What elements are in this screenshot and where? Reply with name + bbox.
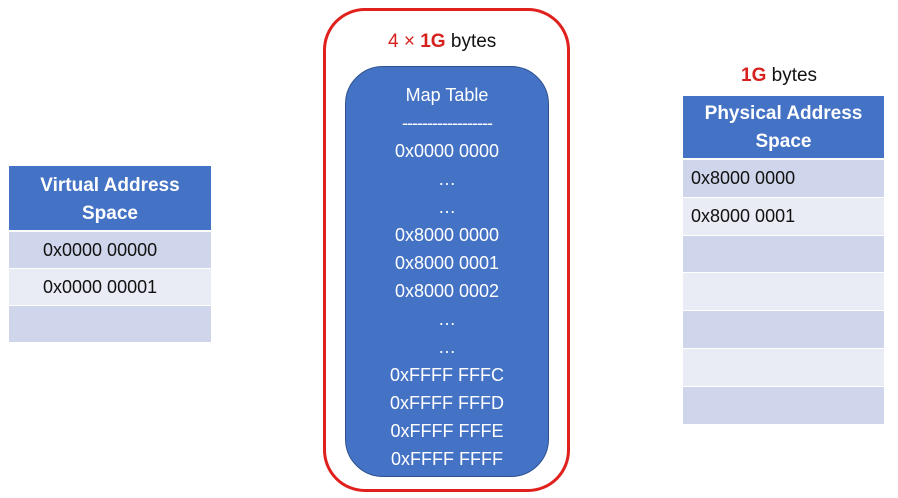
map-entry: 0xFFFF FFFD [390,393,504,413]
virtual-row [9,306,211,343]
map-entry: 0xFFFF FFFF [391,449,503,469]
physical-row [683,348,884,387]
map-entry: 0xFFFF FFFC [390,365,504,385]
map-entry: … [438,309,456,329]
physical-unit: bytes [771,65,818,86]
map-entry: 0x0000 0000 [394,141,500,161]
map-entry: 0xFFFF FFFE [390,421,504,441]
physical-size-caption: 1G bytes [741,65,817,87]
map-table-title: Map Table [405,85,489,105]
map-entry: 0x8000 0002 [394,281,500,301]
map-entry: … [438,169,456,189]
virtual-address-table: Virtual Address Space 0x0000 00000 0x000… [9,166,211,343]
map-table-separator: ------------------ [402,113,493,133]
physical-row [683,235,884,274]
map-table-size-caption: 4 × 1G bytes [388,31,496,53]
physical-row [683,273,884,312]
physical-address-header: Physical Address Space [683,96,884,160]
physical-size: 1G [741,65,767,86]
virtual-header-line-1: Virtual Address [40,175,180,196]
map-entry: … [438,337,456,357]
map-entry: … [438,197,456,217]
map-unit: bytes [450,31,497,52]
map-entry: 0x8000 0001 [394,253,500,273]
map-entry: 0x8000 0000 [394,225,500,245]
virtual-header-line-2: Space [82,203,138,224]
map-size: 1G [420,31,446,52]
physical-address-table: Physical Address Space 0x8000 0000 0x800… [683,96,884,425]
map-multiplier: 4 × [388,31,415,52]
physical-header-line-2: Space [755,131,812,152]
virtual-row: 0x0000 00000 [9,232,211,269]
physical-row: 0x8000 0000 [683,160,884,198]
physical-row [683,386,884,425]
virtual-address-header: Virtual Address Space [9,166,211,232]
physical-row [683,311,884,349]
physical-header-line-1: Physical Address [704,103,863,124]
physical-row: 0x8000 0001 [683,197,884,236]
virtual-row: 0x0000 00001 [9,269,211,306]
map-table-highlight-outline [323,8,570,492]
map-table: Map Table ------------------ 0x0000 0000… [345,66,549,477]
